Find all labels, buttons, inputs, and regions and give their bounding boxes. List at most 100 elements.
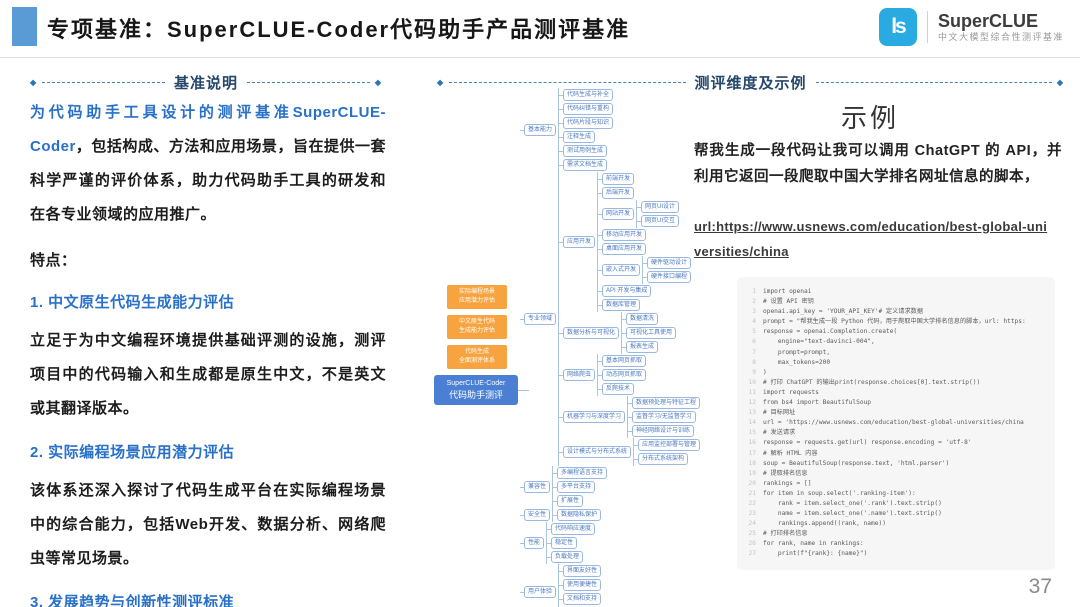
mindmap-node: 应用开发 bbox=[563, 236, 596, 248]
mindmap-node: 数据库管理 bbox=[602, 299, 641, 311]
mindmap-branch: 代码片段与知识 bbox=[559, 116, 614, 130]
section-header-benchmark-description: ◆ 基准说明 ◆ bbox=[30, 72, 382, 93]
mindmap-branch: 基本能力代码生成与补全代码纠错与重构代码片段与知识注释生成测试用例生成需求文档生… bbox=[520, 88, 706, 172]
mindmap-branch: 可视化工具使用 bbox=[622, 326, 677, 340]
diamond-icon: ◆ bbox=[1056, 77, 1065, 87]
mindmap-root-line2: 代码助手测评 bbox=[448, 390, 503, 400]
logo-text-group: SuperCLUE 中文大模型综合性测评基准 bbox=[938, 11, 1064, 43]
mindmap-branch: 硬件驱动设计 bbox=[643, 256, 692, 270]
mindmap-children: 应用监控部署与管理分布式系统架构 bbox=[633, 438, 701, 466]
mindmap-children: 网页UI设计网页UI交互 bbox=[636, 200, 680, 228]
mindmap-branch: 后端开发 bbox=[598, 186, 691, 200]
superclue-logo-icon: ls bbox=[878, 8, 917, 46]
mindmap-branch: 兼容性多编程语言支持多平台支持扩展性 bbox=[520, 466, 706, 508]
mindmap-branch: 网站开发网页UI设计网页UI交互 bbox=[598, 200, 691, 228]
mindmap-node: 后端开发 bbox=[602, 187, 635, 199]
code-line: 25# 打印排名信息 bbox=[748, 530, 808, 538]
header-bar: 专项基准：SuperCLUE-Coder代码助手产品测评基准 ls SuperC… bbox=[0, 0, 1080, 58]
mindmap-node: 安全性 bbox=[524, 509, 551, 521]
code-line: 10# 打印 ChatGPT 的输出print(response.choices… bbox=[748, 378, 981, 386]
mindmap-branch: 前端开发 bbox=[598, 172, 691, 186]
mindmap-node: 硬件驱动设计 bbox=[647, 257, 692, 269]
mindmap-node: 可视化工具使用 bbox=[626, 327, 677, 339]
mindmap-branch: 需求文档生成 bbox=[559, 158, 613, 172]
mindmap-node: 稳定性 bbox=[551, 537, 578, 549]
mindmap-branch: 专业领域应用开发前端开发后端开发网站开发网页UI设计网页UI交互移动应用开发桌面… bbox=[520, 172, 706, 466]
mindmap-branch: 设计模式与分布式系统应用监控部署与管理分布式系统架构 bbox=[559, 438, 701, 466]
mindmap-node: 数据清洗 bbox=[626, 313, 659, 325]
mindmap-branch: 数据隐私保护 bbox=[553, 508, 602, 522]
mindmap-node: 硬件接口编程 bbox=[647, 271, 692, 283]
mindmap-node: 网页UI设计 bbox=[641, 201, 680, 213]
mindmap-branch: 分布式系统架构 bbox=[634, 452, 700, 466]
example-heading: 示例 bbox=[840, 103, 899, 133]
mindmap-branch: 监督学习/无监督学习 bbox=[628, 410, 700, 424]
page-number: 37 bbox=[1028, 575, 1052, 598]
mindmap-node: 机器学习与深度学习 bbox=[563, 411, 626, 423]
mindmap-children: 数据清洗可视化工具使用报表生成 bbox=[621, 312, 677, 354]
mindmap-node: 专业领域 bbox=[524, 313, 557, 325]
mindmap-branch: 网络爬虫基本网页抓取动态网页抓取反爬技术 bbox=[559, 354, 700, 396]
mindmap-branch: 桌面应用开发 bbox=[598, 242, 691, 256]
mindmap-branch: 稳定性 bbox=[547, 536, 595, 550]
mindmap-node: 文档和支持 bbox=[563, 593, 602, 605]
mindmap-root-line1: SuperCLUE-Coder bbox=[446, 380, 506, 387]
code-line: 17# 解析 HTML 内容 bbox=[748, 449, 818, 457]
code-line: 23 name = item.select_one('.name').text.… bbox=[748, 510, 942, 518]
code-line: 2# 设置 API 密钥 bbox=[752, 298, 814, 306]
mindmap-node: 动态网页抓取 bbox=[602, 369, 647, 381]
body-paragraph: 为代码助手工具设计的测评基准SuperCLUE-Coder，包括构成、方法和应用… bbox=[30, 104, 386, 223]
code-line: 15# 发送请求 bbox=[748, 429, 796, 437]
dashed-line bbox=[449, 82, 686, 83]
mindmap-branch: 多平台支持 bbox=[553, 480, 607, 494]
section-header-eval-dimensions: ◆ 测评维度及示例 ◆ bbox=[437, 72, 1064, 93]
mindmap-node: 反爬技术 bbox=[602, 383, 635, 395]
mindmap-children: 前端开发后端开发网站开发网页UI设计网页UI交互移动应用开发桌面应用开发嵌入式开… bbox=[597, 172, 692, 312]
mindmap-children: 数据预处理与特征工程监督学习/无监督学习神经网络设计与训练 bbox=[627, 396, 701, 438]
mindmap-node: 数据分析与可视化 bbox=[563, 327, 620, 339]
dashed-line bbox=[42, 82, 165, 83]
code-line: 9) bbox=[752, 368, 767, 376]
logo-subtitle: 中文大模型综合性测评基准 bbox=[937, 32, 1064, 42]
mindmap-branch: 机器学习与深度学习数据预处理与特征工程监督学习/无监督学习神经网络设计与训练 bbox=[559, 396, 701, 438]
mindmap-node: 基本网页抓取 bbox=[602, 355, 647, 367]
mindmap-branch: 应用监控部署与管理 bbox=[634, 438, 701, 452]
evaluation-mindmap: 实际编程场景 应用潜力评估中文原生代码 生成能力评估代码生成 全面测评体系 Su… bbox=[434, 88, 706, 607]
mindmap-branch: 安全性数据隐私保护 bbox=[520, 508, 706, 522]
code-line: 22 rank = item.select_one('.rank').text.… bbox=[748, 499, 942, 507]
mindmap-branch: 数据库管理 bbox=[598, 298, 691, 312]
mindmap-node: 代码响应速度 bbox=[551, 523, 596, 535]
mindmap-branch: 报表生成 bbox=[622, 340, 676, 354]
mindmap-children: 硬件驱动设计硬件接口编程 bbox=[642, 256, 692, 284]
mindmap-node: 嵌入式开发 bbox=[602, 264, 641, 276]
mindmap-branch: API 开发与集成 bbox=[598, 284, 691, 298]
code-line: 19# 提取排名信息 bbox=[748, 469, 808, 477]
mindmap-node: 界面友好性 bbox=[563, 565, 602, 577]
mindmap-branch: 网页UI设计 bbox=[637, 200, 680, 214]
example-url-link[interactable]: url:https://www.usnews.com/education/bes… bbox=[694, 219, 1048, 259]
mindmap-children: 代码响应速度稳定性负载处理 bbox=[546, 522, 596, 564]
mindmap-branch: 代码生成与补全 bbox=[559, 88, 614, 102]
body-paragraph: 特点： bbox=[30, 252, 77, 269]
mindmap-branch: 反爬技术 bbox=[598, 382, 646, 396]
mindmap-node: 网站开发 bbox=[602, 208, 635, 220]
mindmap-branch: 界面友好性 bbox=[559, 564, 607, 578]
mindmap-branch: 性能代码响应速度稳定性负载处理 bbox=[520, 522, 706, 564]
mindmap-node: 桌面应用开发 bbox=[602, 243, 647, 255]
mindmap-node: 设计模式与分布式系统 bbox=[563, 446, 632, 458]
mindmap-node: 注释生成 bbox=[563, 131, 596, 143]
mindmap-branch: 数据分析与可视化数据清洗可视化工具使用报表生成 bbox=[559, 312, 700, 354]
code-line: 7 prompt=prompt, bbox=[752, 348, 831, 356]
mindmap-node: 测试用例生成 bbox=[563, 145, 608, 157]
mindmap-orange-node: 代码生成 全面测评体系 bbox=[447, 345, 507, 369]
mindmap-node: API 开发与集成 bbox=[602, 285, 652, 297]
mindmap-node: 多平台支持 bbox=[557, 481, 596, 493]
mindmap-branch: 代码纠错与重构 bbox=[559, 102, 614, 116]
mindmap-node: 分布式系统架构 bbox=[638, 453, 689, 465]
superclue-logo: ls SuperCLUE 中文大模型综合性测评基准 bbox=[878, 8, 1064, 46]
